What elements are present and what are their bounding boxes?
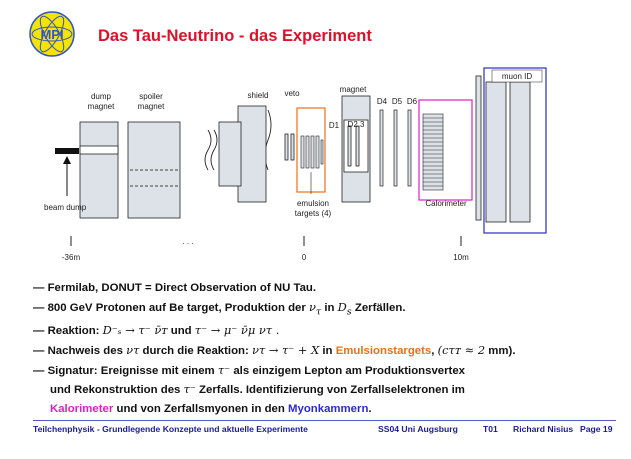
calorimeter-box [418, 99, 473, 201]
bullet-2-mid: in [324, 301, 335, 314]
label-d23: D2,3 [348, 120, 365, 129]
footer-term: SS04 Uni Augsburg [378, 424, 458, 434]
footer-page: Page 19 [580, 424, 613, 434]
slide-title: Das Tau-Neutrino - das Experiment [98, 27, 372, 45]
bullet-5-post: als einzigem Lepton am Produktionsvertex [233, 364, 466, 377]
ctau-expression: (cτᴛ ≈ 2 [437, 343, 486, 358]
bullet-3: — Reaktion: D⁻ₛ → τ⁻ ν̄ᴛ und τ⁻ → μ⁻ ν̄μ… [33, 323, 280, 338]
label-emulsion-1: emulsion [297, 199, 329, 208]
bullet-2: — 800 GeV Protonen auf Be target, Produk… [33, 299, 406, 317]
label-d4: D4 [377, 97, 388, 106]
bullet-4: — Nachweis des ντ durch die Reaktion: ντ… [33, 343, 516, 358]
experiment-diagram: muon ID magnet dump magnet spoiler magne… [44, 67, 547, 262]
label-d1: D1 [329, 121, 340, 130]
bullet-list: — Fermilab, DONUT = Direct Observation o… [33, 279, 515, 418]
dump-magnet [79, 121, 119, 219]
muon-id-box [483, 67, 547, 234]
label-muon-id: muon ID [502, 72, 532, 81]
veto-counters [284, 133, 295, 161]
label-emulsion-2: targets (4) [295, 209, 332, 218]
calorimeter-stack [422, 113, 444, 191]
label-d6: D6 [407, 97, 418, 106]
pos-mid: 0 [302, 253, 307, 262]
ds-symbol: Ds [337, 299, 352, 317]
spoiler-magnet [127, 121, 181, 219]
bullet-2-post: Zerfällen. [354, 301, 406, 314]
bullet-1: — Fermilab, DONUT = Direct Observation o… [33, 282, 317, 294]
nu-tau-symbol-2: ντ [126, 343, 140, 358]
label-magnet: magnet [340, 85, 367, 94]
mpi-logo: MPI [29, 11, 75, 57]
beam-dump-arrowhead [63, 156, 71, 164]
reaction-1: D⁻ₛ → τ⁻ ν̄ᴛ [102, 323, 168, 338]
myonkammern-word: Myonkammern [288, 402, 369, 415]
bullet-4-mid: durch die Reaktion: [142, 345, 249, 358]
emulsionstargets-link: Emulsionstargets [335, 345, 432, 358]
label-spoiler-1: spoiler [139, 92, 163, 101]
muon-id-system [475, 75, 531, 223]
label-spoiler-2: magnet [138, 102, 165, 111]
reaction-3: ντ → τ⁻ + X [251, 343, 320, 358]
reaction-2: τ⁻ → μ⁻ ν̄μ ντ . [194, 323, 280, 338]
footer-course: Teilchenphysik - Grundlegende Konzepte u… [33, 424, 308, 434]
muon-id-label-box [491, 69, 543, 83]
footer-rule [33, 420, 616, 421]
drift-chambers [379, 109, 412, 187]
label-beam-dump: beam dump [44, 203, 87, 212]
footer-author: Richard Nisius [513, 424, 574, 434]
shield [218, 105, 267, 203]
tau-symbol-2: τ⁻ [183, 382, 196, 397]
analysis-magnet [341, 95, 371, 203]
emulsion-targets [300, 135, 324, 169]
bullet-3-und: und [170, 325, 192, 338]
label-d5: D5 [392, 97, 403, 106]
tau-symbol: τ⁻ [217, 362, 231, 377]
bullet-3-pre: Reaktion: [47, 325, 100, 338]
bullet-5-line-2: und Rekonstruktion des τ⁻ Zerfalls. Iden… [50, 382, 465, 397]
bullet-1-text: Fermilab, DONUT = Direct Observation of … [47, 282, 317, 294]
beam-dump-block [55, 148, 79, 154]
bullet-5: — Signatur: Ereignisse mit einem τ⁻ als … [33, 362, 466, 377]
bullet-5-line-3: Kalorimeter und von Zerfallsmyonen in de… [50, 402, 372, 415]
footer-code: T01 [483, 424, 498, 434]
pos-right: 10m [453, 253, 469, 262]
label-calorimeter: Calorimeter [425, 199, 467, 208]
logo-text: MPI [40, 27, 63, 42]
bullet-4-mm: mm). [488, 345, 516, 358]
nu-tau-symbol: ντ [308, 299, 322, 317]
kalorimeter-word: Kalorimeter [50, 402, 114, 415]
label-dump-magnet-1: dump [91, 92, 112, 101]
bullet-5-pre: Signatur: Ereignisse mit einem [47, 364, 215, 377]
label-shield: shield [248, 91, 269, 100]
bullet-4-pre: Nachweis des [47, 345, 123, 358]
bullet-4-in: in [322, 345, 333, 358]
axis-ellipsis: . . . [182, 237, 193, 246]
bullet-2-pre: 800 GeV Protonen auf Be target, Produkti… [47, 301, 306, 314]
pos-left: -36m [62, 253, 81, 262]
label-dump-magnet-2: magnet [88, 102, 115, 111]
label-veto: veto [284, 89, 300, 98]
